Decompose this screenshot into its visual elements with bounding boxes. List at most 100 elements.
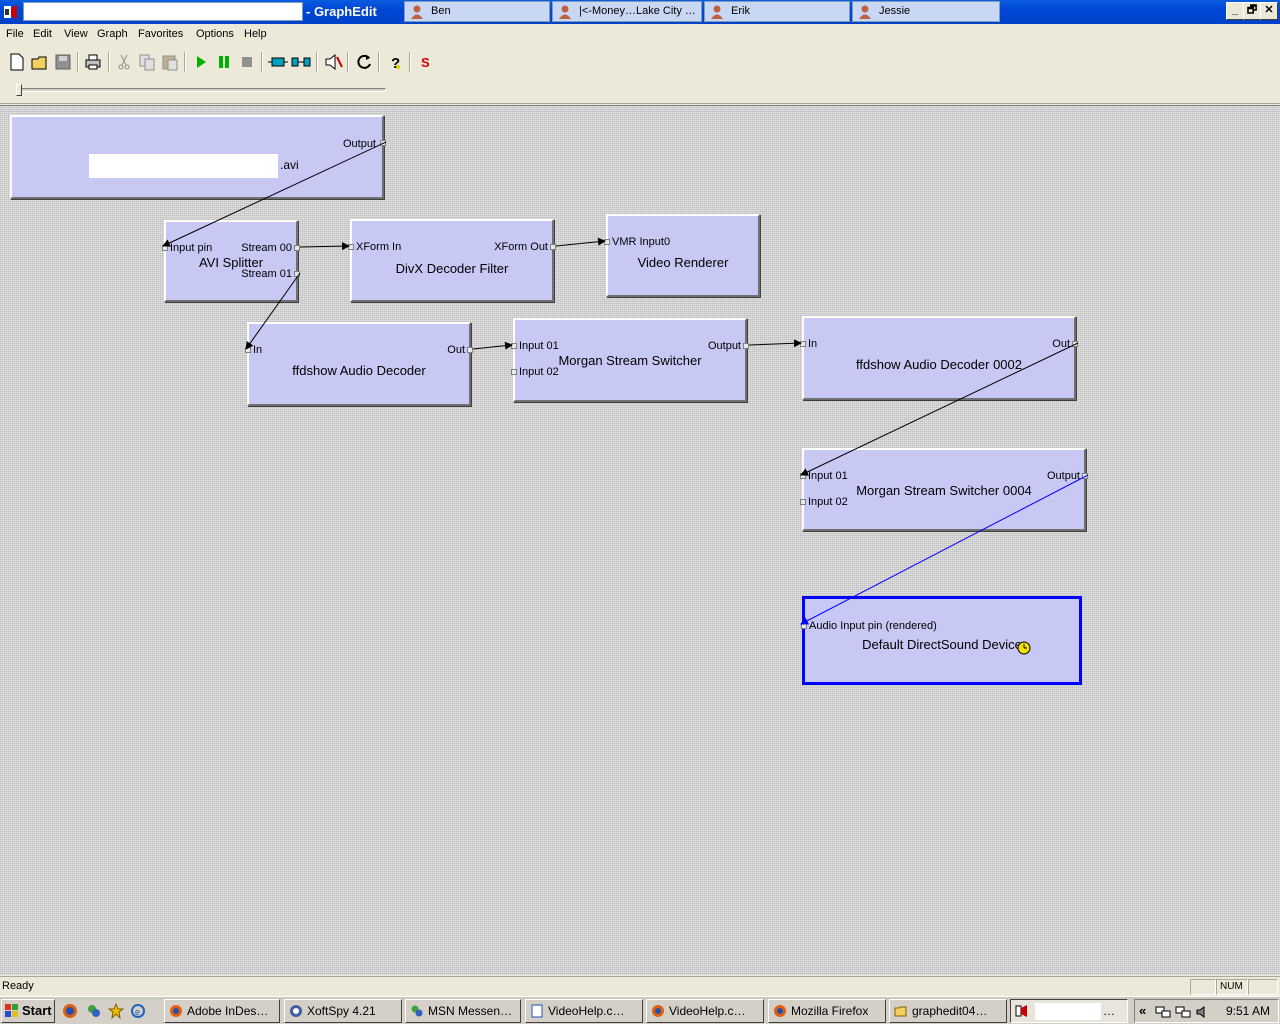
menu-file[interactable]: File: [6, 28, 24, 40]
filter-video-renderer[interactable]: Video Renderer VMR Input0: [604, 214, 760, 297]
task-xoftspy[interactable]: XoftSpy 4.21: [284, 999, 402, 1023]
clock[interactable]: 9:51 AM: [1225, 1004, 1270, 1018]
play-icon[interactable]: [190, 51, 212, 73]
connection-ffdshow2-to-morgan2[interactable]: [800, 342, 1079, 476]
start-button[interactable]: Start: [1, 999, 55, 1023]
title-bar: - GraphEdit Ben |<-Money…Lake City … Eri…: [0, 0, 1280, 24]
source-file-suffix: .avi: [280, 158, 299, 172]
task-adobe-indesign[interactable]: Adobe InDes…: [164, 999, 280, 1023]
taskbar: Start e Adobe InDes… XoftSpy 4.21 MSN Me…: [0, 996, 1280, 1024]
menu-options[interactable]: Options: [196, 28, 234, 40]
firefox-icon[interactable]: [62, 1003, 78, 1019]
im-tab-ben[interactable]: Ben: [404, 1, 550, 22]
stop-icon[interactable]: [236, 51, 258, 73]
speaker-icon[interactable]: [322, 51, 344, 73]
task-label: VideoHelp.c…: [548, 1004, 625, 1018]
toolbar-separator: [316, 52, 318, 72]
pin-stream00[interactable]: [294, 245, 300, 251]
toolbar-separator: [261, 52, 263, 72]
task-videohelp-2[interactable]: VideoHelp.c…: [646, 999, 764, 1023]
connection-morgan2-to-dsound[interactable]: [800, 474, 1089, 625]
restore-button[interactable]: 🗗: [1243, 2, 1261, 20]
task-msn-messenger[interactable]: MSN Messen…: [405, 999, 521, 1023]
filter-source-file[interactable]: .avi Output: [10, 115, 386, 199]
im-tab-jessie[interactable]: Jessie: [852, 1, 1000, 22]
msn-icon[interactable]: [86, 1003, 102, 1019]
pin-xform-out[interactable]: [550, 244, 556, 250]
menu-graph[interactable]: Graph: [97, 28, 128, 40]
paste-icon[interactable]: [159, 51, 181, 73]
menu-help[interactable]: Help: [244, 28, 267, 40]
window-title: - GraphEdit: [306, 4, 377, 19]
task-mozilla-firefox[interactable]: Mozilla Firefox: [768, 999, 886, 1023]
connection-splitter-to-divx[interactable]: [299, 242, 350, 251]
start-label: Start: [22, 1003, 52, 1018]
menu-favorites[interactable]: Favorites: [138, 28, 184, 40]
connection-ffdshow-to-morgan[interactable]: [472, 341, 513, 350]
volume-icon[interactable]: [1195, 1004, 1211, 1020]
graph-canvas[interactable]: .avi Output AVI Splitter Input pin Strea…: [0, 105, 1280, 975]
pin-label-audio-input: Audio Input pin (rendered): [809, 620, 937, 632]
ie-icon[interactable]: e: [130, 1003, 146, 1019]
toolbar-separator: [347, 52, 349, 72]
filter-morgan-stream-switcher[interactable]: Morgan Stream Switcher Input 01 Input 02…: [511, 318, 749, 402]
filter-divx-decoder[interactable]: DivX Decoder Filter XForm In XForm Out: [348, 219, 556, 302]
pin-label-input: Input pin: [170, 242, 213, 254]
pin-output[interactable]: [743, 343, 749, 349]
im-tab-erik[interactable]: Erik: [704, 1, 850, 22]
help-icon[interactable]: ?: [384, 51, 406, 73]
svg-text:S: S: [421, 55, 430, 70]
status-num: NUM: [1216, 979, 1248, 995]
filter-ffdshow-audio-decoder[interactable]: ffdshow Audio Decoder In Out: [245, 322, 473, 406]
task-videohelp-1[interactable]: VideoHelp.c…: [525, 999, 643, 1023]
pin-input02[interactable]: [800, 499, 806, 505]
cut-icon[interactable]: [113, 51, 135, 73]
graphedit-app-icon: [1015, 1005, 1027, 1017]
network-icon[interactable]: [1175, 1004, 1191, 1020]
connection-divx-to-renderer[interactable]: [555, 237, 606, 247]
pause-icon[interactable]: [213, 51, 235, 73]
new-icon[interactable]: [6, 51, 28, 73]
task-label: XoftSpy 4.21: [307, 1004, 376, 1018]
connect-icon[interactable]: [290, 51, 312, 73]
refresh-icon[interactable]: [353, 51, 375, 73]
close-button[interactable]: ✕: [1260, 2, 1278, 20]
task-graphedit-active[interactable]: …: [1010, 999, 1128, 1023]
pin-label-xform-out: XForm Out: [494, 241, 548, 253]
connection-splitter-to-ffdshow[interactable]: [245, 272, 301, 350]
connection-morgan-to-ffdshow2[interactable]: [748, 339, 802, 348]
filter-default-directsound-device[interactable]: Default DirectSound Device Audio Input p…: [801, 596, 1082, 685]
firefox-icon: [774, 1005, 786, 1017]
pin-label-input01: Input 01: [808, 470, 848, 482]
open-icon[interactable]: [29, 51, 51, 73]
connection-source-to-splitter[interactable]: [162, 141, 387, 247]
status-bar: Ready NUM: [0, 976, 1280, 996]
tray-expand-button[interactable]: «: [1139, 1003, 1147, 1018]
pin-label-input01: Input 01: [519, 340, 559, 352]
s-icon[interactable]: S: [415, 51, 437, 73]
save-icon[interactable]: [52, 51, 74, 73]
minimize-button[interactable]: _: [1226, 2, 1244, 20]
pin-input02[interactable]: [511, 369, 517, 375]
task-label: MSN Messen…: [428, 1004, 513, 1018]
person-icon: [411, 5, 423, 19]
filter-ffdshow-audio-decoder-0002[interactable]: ffdshow Audio Decoder 0002 In Out: [800, 316, 1078, 400]
pin-label-xform-in: XForm In: [356, 241, 402, 253]
filter-avi-splitter[interactable]: AVI Splitter Input pin Stream 00 Stream …: [162, 220, 300, 302]
insert-filter-icon[interactable]: [267, 51, 289, 73]
toolbar-separator: [184, 52, 186, 72]
seek-slider-thumb[interactable]: [16, 84, 22, 96]
firefox-icon: [652, 1005, 664, 1017]
menu-edit[interactable]: Edit: [33, 28, 52, 40]
star-icon[interactable]: [108, 1003, 124, 1019]
im-tab-money[interactable]: |<-Money…Lake City …: [552, 1, 702, 22]
pin-out[interactable]: [467, 347, 473, 353]
status-text: Ready: [2, 980, 34, 992]
network-icon[interactable]: [1155, 1004, 1171, 1020]
task-graphedit-folder[interactable]: graphedit04…: [889, 999, 1007, 1023]
menu-view[interactable]: View: [64, 28, 88, 40]
print-icon[interactable]: [82, 51, 104, 73]
copy-icon[interactable]: [136, 51, 158, 73]
seek-slider-track[interactable]: [16, 88, 386, 92]
graphedit-app-icon[interactable]: [3, 3, 21, 21]
